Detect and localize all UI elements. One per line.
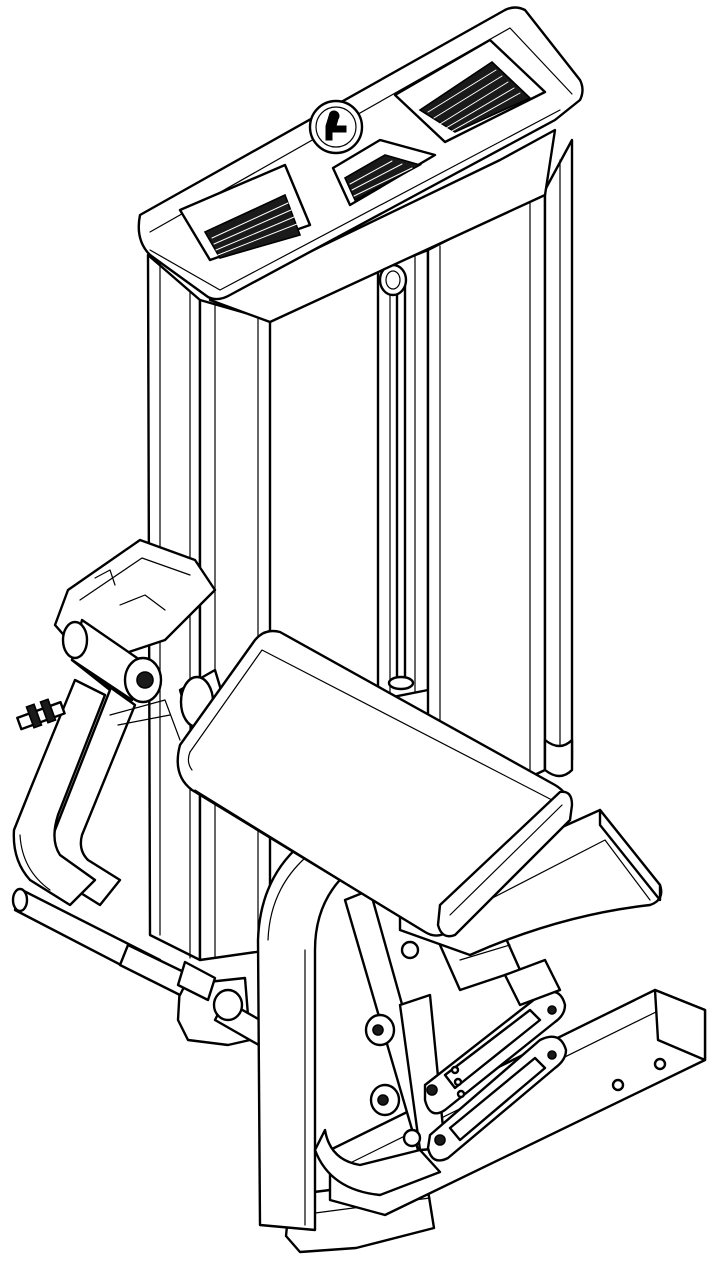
top-shroud bbox=[137, 6, 584, 324]
pop-pin bbox=[16, 698, 66, 731]
brand-badge bbox=[308, 99, 364, 155]
arm-pad bbox=[176, 629, 574, 938]
figure-logo-icon bbox=[325, 110, 347, 141]
guide-rod bbox=[378, 263, 415, 691]
adjustment-plates bbox=[400, 923, 568, 1162]
weight-stack-column bbox=[146, 138, 574, 962]
